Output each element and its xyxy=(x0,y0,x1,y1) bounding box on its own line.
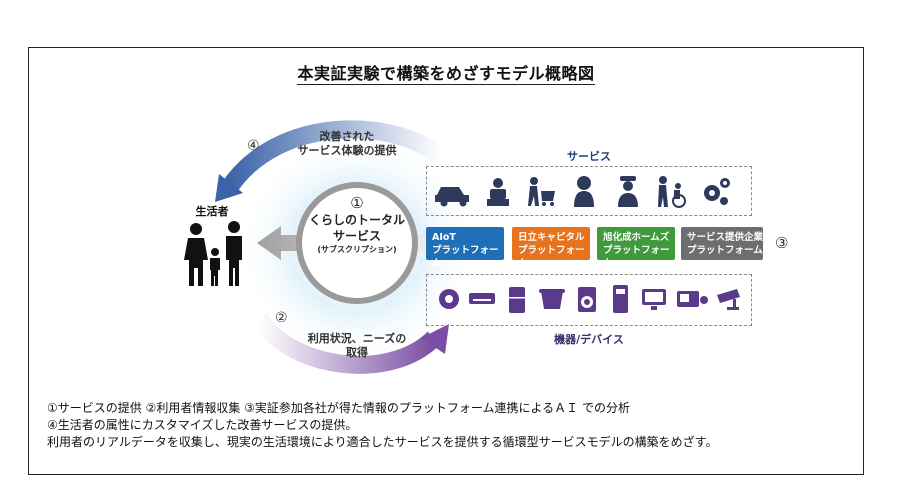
center-circle xyxy=(296,182,418,304)
support-staff-icon xyxy=(574,176,594,207)
bottom-arc-arrowhead xyxy=(421,324,449,354)
center-number: ① xyxy=(350,194,364,212)
security-guard-icon xyxy=(618,176,638,207)
platform-aiot: AIoT プラットフォーム xyxy=(426,227,504,269)
shopping-cart-icon xyxy=(528,177,555,206)
arc-top-number: ④ xyxy=(247,138,260,154)
caregiver-wheelchair-icon xyxy=(658,176,686,208)
platform-aiot-line1: AIoT xyxy=(432,232,456,243)
diagram-frame: 本実証実験で構築をめざすモデル概略図 xyxy=(28,47,864,475)
delivery-person-icon xyxy=(487,178,509,206)
services-box xyxy=(426,166,752,216)
robot-cleaner-icon xyxy=(439,289,459,309)
washing-machine-icon xyxy=(578,287,596,312)
platform-asahi-kasei-homes-line1: 旭化成ホームズ xyxy=(603,232,670,243)
platform-asahi-kasei-homes-line2: プラットフォーム xyxy=(603,245,670,269)
diagram-graphics xyxy=(184,120,477,374)
family-icon xyxy=(184,221,242,286)
arc-top-line2: サービス体験の提供 xyxy=(297,144,397,157)
center-line2: サービス xyxy=(332,229,381,243)
services-label: サービス xyxy=(567,150,611,163)
center-line3: (サブスクリプション) xyxy=(317,245,397,254)
rice-cooker-icon xyxy=(539,289,565,309)
center-label: ① くらしのトータル サービス (サブスクリプション) xyxy=(299,194,415,256)
arc-top-line1: 改善された xyxy=(319,130,375,143)
intercom-icon xyxy=(677,291,708,307)
platform-asahi-kasei-homes: 旭化成ホームズ プラットフォーム xyxy=(597,227,675,269)
platform-service-provider-line1: サービス提供企業 xyxy=(687,232,764,243)
platforms-number: ③ xyxy=(775,234,789,252)
note-line-3: 利用者のリアルデータを収集し、現実の生活環境により適合したサービスを提供する循環… xyxy=(47,435,718,449)
car-icon xyxy=(435,187,469,207)
devices-label: 機器/デバイス xyxy=(554,333,624,346)
center-line1: くらしのトータル xyxy=(308,213,405,227)
refrigerator-icon xyxy=(509,287,525,313)
gears-icon xyxy=(704,178,730,205)
arc-bottom-label: 利用状況、ニーズの 取得 xyxy=(292,332,422,360)
platform-service-provider-line2: プラットフォーム xyxy=(687,245,763,256)
devices-box xyxy=(426,274,752,326)
note-line-1: ①サービスの提供 ②利用者情報収集 ③実証参加各社が得た情報のプラットフォーム連… xyxy=(47,401,631,415)
top-arc-arrowhead xyxy=(215,174,243,202)
arc-top-label: 改善された サービス体験の提供 xyxy=(287,130,407,158)
notes: ①サービスの提供 ②利用者情報収集 ③実証参加各社が得た情報のプラットフォーム連… xyxy=(47,400,717,451)
platform-aiot-line2: プラットフォーム xyxy=(432,245,499,269)
services-icons xyxy=(435,176,730,208)
bottom-arc xyxy=(251,312,441,374)
platform-hitachi-capital-line2: プラットフォーム xyxy=(518,245,585,269)
arc-bottom-number: ② xyxy=(275,310,288,326)
water-heater-icon xyxy=(613,285,628,313)
arc-bottom-line2: 取得 xyxy=(346,346,368,359)
devices-icons xyxy=(439,285,740,313)
platform-service-provider: サービス提供企業 プラットフォーム xyxy=(681,227,763,260)
diagram-title: 本実証実験で構築をめざすモデル概略図 xyxy=(297,64,595,85)
consumer-label: 生活者 xyxy=(195,205,229,218)
top-arc xyxy=(221,120,448,194)
note-line-2: ④生活者の属性にカスタマイズした改善サービスの提供。 xyxy=(47,418,358,432)
security-camera-icon xyxy=(717,289,740,310)
arc-bottom-line1: 利用状況、ニーズの xyxy=(307,332,407,345)
air-conditioner-icon xyxy=(469,293,495,304)
tv-icon xyxy=(642,289,666,310)
platform-hitachi-capital-line1: 日立キャピタル xyxy=(518,232,585,243)
platform-hitachi-capital: 日立キャピタル プラットフォーム xyxy=(512,227,590,269)
